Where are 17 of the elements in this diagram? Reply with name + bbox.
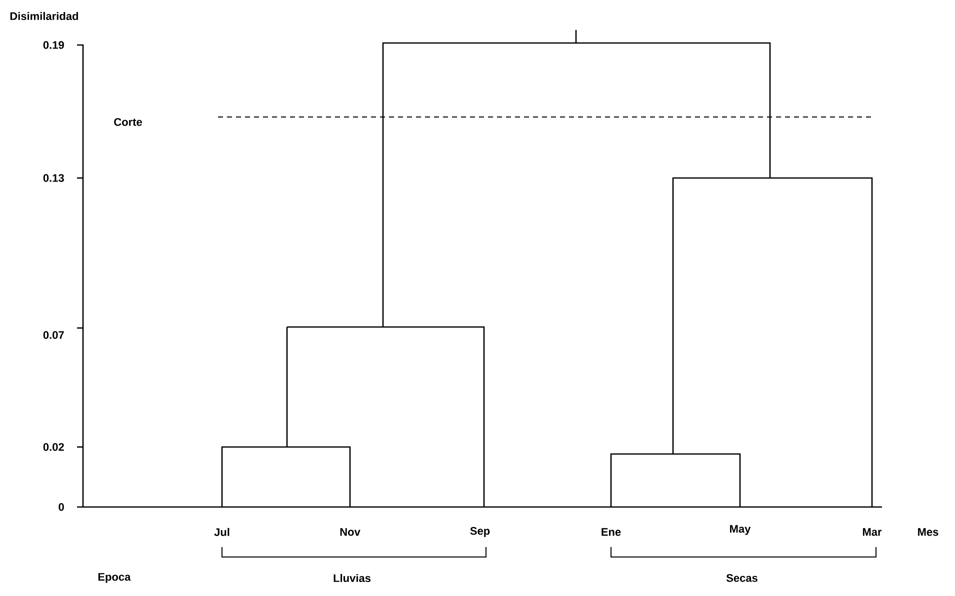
cut-label: Corte [114, 118, 142, 126]
axis-title: Mes [918, 528, 938, 536]
tick-label: 0.07 [43, 331, 64, 339]
leaf-label: May [730, 525, 751, 535]
tick-label: 0.02 [43, 443, 64, 451]
leaf-label: Sep [470, 527, 490, 537]
leaf-label: Nov [340, 528, 360, 536]
tick-label: 0.13 [43, 174, 64, 182]
group-label: Secas [726, 574, 758, 582]
axis-title: Epoca [98, 573, 131, 583]
group-label: Lluvias [334, 574, 370, 582]
leaf-label: Jul [214, 528, 230, 536]
leaf-label: Ene [602, 528, 621, 536]
tick-label: 0.19 [43, 41, 64, 49]
tick-label: 0 [58, 503, 64, 511]
leaf-label: Mar [862, 528, 882, 536]
axis-title: Disimilaridad [10, 12, 78, 20]
